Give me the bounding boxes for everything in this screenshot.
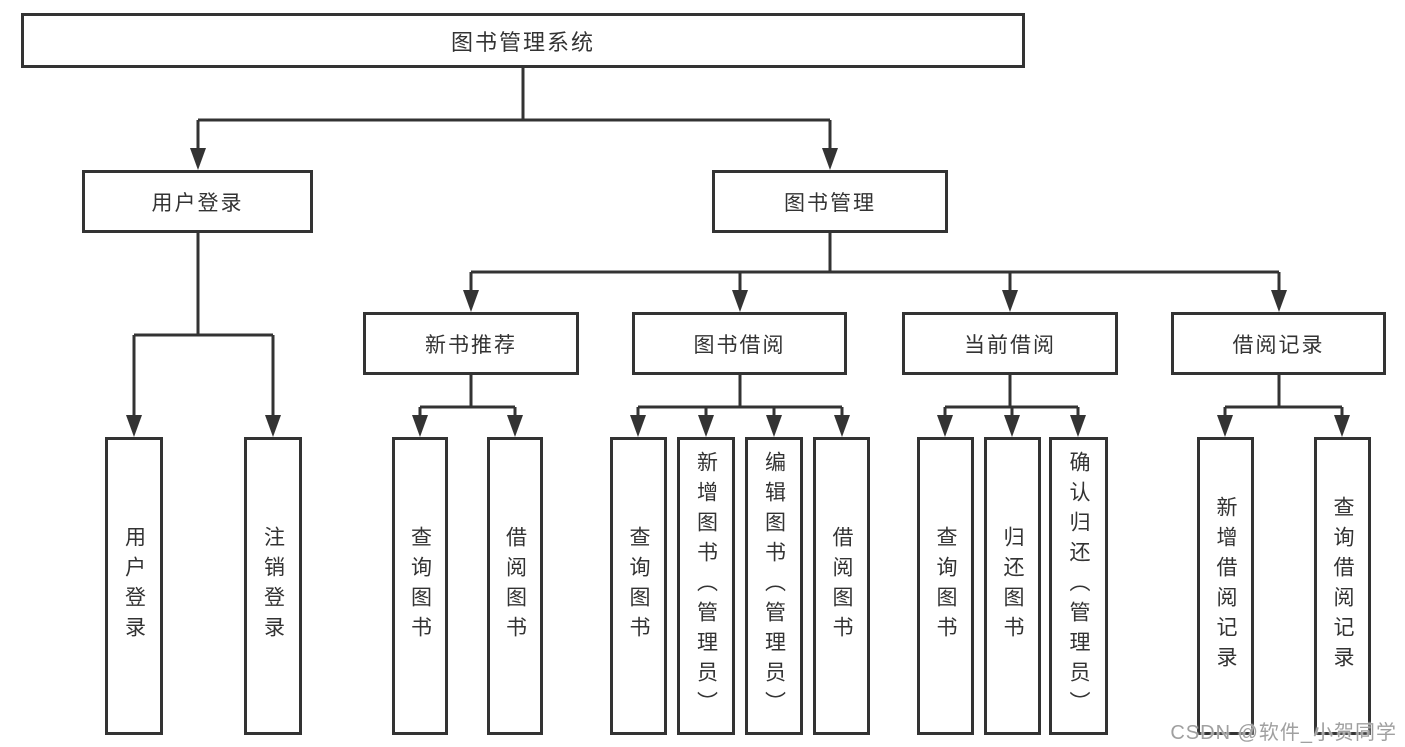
- connector-book-borrow: [636, 375, 844, 419]
- arrowhead: [412, 415, 428, 437]
- arrowhead: [1002, 290, 1018, 312]
- leaf-label: 查询图书: [934, 526, 958, 646]
- node-label: 图书管理系统: [450, 29, 595, 55]
- leaf-user-login: 用户登录: [105, 437, 163, 735]
- node-library-system: 图书管理系统: [21, 13, 1025, 68]
- leaf-borrow-add-books-admin: 新增图书（管理员）: [677, 437, 735, 735]
- leaf-label: 借阅图书: [503, 526, 527, 646]
- leaf-label: 归还图书: [1001, 526, 1025, 646]
- leaf-current-confirm-return-admin: 确认归还（管理员）: [1049, 437, 1108, 735]
- arrowhead: [766, 415, 782, 437]
- node-book-borrow: 图书借阅: [632, 312, 847, 375]
- leaf-label: 确认归还（管理员）: [1067, 451, 1091, 721]
- connector-new-book: [418, 375, 517, 419]
- arrowhead: [463, 290, 479, 312]
- arrowhead: [1004, 415, 1020, 437]
- csdn-watermark: CSDN @软件_小贺同学: [1170, 722, 1397, 744]
- arrowhead: [507, 415, 523, 437]
- connector-root: [196, 68, 832, 152]
- leaf-logout: 注销登录: [244, 437, 302, 735]
- node-new-book-recommend: 新书推荐: [363, 312, 579, 375]
- connector-borrow-record: [1223, 375, 1344, 419]
- node-label: 新书推荐: [425, 333, 517, 357]
- node-label: 图书借阅: [693, 333, 786, 357]
- arrowhead: [822, 148, 838, 170]
- node-user-login: 用户登录: [82, 170, 313, 233]
- leaf-label: 查询借阅记录: [1331, 496, 1355, 676]
- connector-current-borrow: [943, 375, 1080, 419]
- node-label: 借阅记录: [1232, 333, 1325, 357]
- leaf-label: 编辑图书（管理员）: [762, 451, 786, 721]
- node-label: 图书管理: [784, 191, 876, 215]
- arrowhead: [1217, 415, 1233, 437]
- leaf-borrow-query-books: 查询图书: [610, 437, 667, 735]
- leaf-label: 用户登录: [122, 526, 146, 646]
- arrowhead: [937, 415, 953, 437]
- connector-book-management: [469, 233, 1281, 294]
- leaf-borrow-edit-books-admin: 编辑图书（管理员）: [745, 437, 803, 735]
- arrowhead: [630, 415, 646, 437]
- leaf-current-query-books: 查询图书: [917, 437, 974, 735]
- leaf-label: 查询图书: [408, 526, 432, 646]
- leaf-label: 查询图书: [627, 526, 651, 646]
- node-current-borrow: 当前借阅: [902, 312, 1118, 375]
- arrowhead: [732, 290, 748, 312]
- leaf-record-query-borrow-record: 查询借阅记录: [1314, 437, 1371, 735]
- leaf-borrow-borrow-books: 借阅图书: [813, 437, 870, 735]
- leaf-label: 借阅图书: [830, 526, 854, 646]
- leaf-newbook-borrow-books: 借阅图书: [487, 437, 543, 735]
- arrowhead: [834, 415, 850, 437]
- arrowhead: [1334, 415, 1350, 437]
- arrowhead: [265, 415, 281, 437]
- leaf-current-return-books: 归还图书: [984, 437, 1041, 735]
- leaf-label: 新增借阅记录: [1214, 496, 1238, 676]
- arrowhead: [1271, 290, 1287, 312]
- node-label: 当前借阅: [964, 333, 1056, 357]
- leaf-newbook-query-books: 查询图书: [392, 437, 448, 735]
- node-book-management: 图书管理: [712, 170, 948, 233]
- leaf-record-add-borrow-record: 新增借阅记录: [1197, 437, 1254, 735]
- arrowhead: [190, 148, 206, 170]
- node-borrow-record: 借阅记录: [1171, 312, 1386, 375]
- node-label: 用户登录: [151, 191, 244, 215]
- arrowhead: [1070, 415, 1086, 437]
- leaf-label: 新增图书（管理员）: [694, 451, 718, 721]
- leaf-label: 注销登录: [261, 526, 285, 646]
- connector-user-login: [132, 233, 275, 417]
- arrowhead: [698, 415, 714, 437]
- arrowhead: [126, 415, 142, 437]
